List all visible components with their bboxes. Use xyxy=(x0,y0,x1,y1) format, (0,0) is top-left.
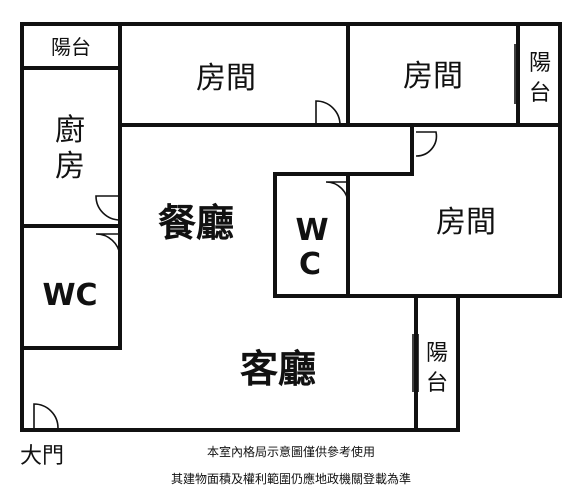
label-bedroom-top-middle: 房間 xyxy=(196,61,256,96)
label-kitchen-1: 廚 xyxy=(55,113,85,148)
label-kitchen-2: 房 xyxy=(55,149,85,184)
label-balcony-top-left: 陽台 xyxy=(51,35,91,59)
label-wc-left: WC xyxy=(42,278,97,313)
door-kitchen xyxy=(95,195,121,221)
label-balcony-right-bottom-2: 台 xyxy=(426,371,448,396)
door-bedroom-right xyxy=(415,131,438,157)
label-wc-center-1: W xyxy=(295,213,328,248)
label-bedroom-top-right: 房間 xyxy=(403,59,463,94)
door-wc-center xyxy=(325,181,349,205)
door-entrance xyxy=(33,403,59,429)
label-living: 客廳 xyxy=(240,347,316,391)
label-wc-center-2: C xyxy=(299,247,321,282)
entrance-label: 大門 xyxy=(20,444,65,469)
door-bedroom-top-middle xyxy=(315,100,341,126)
label-bedroom-right: 房間 xyxy=(436,205,496,240)
label-balcony-right-bottom-1: 陽 xyxy=(426,341,448,366)
door-wc-left xyxy=(95,233,121,257)
slider-balcony-right-top xyxy=(514,44,520,104)
label-balcony-right-top-1: 陽 xyxy=(529,51,551,76)
disclaimer-line-2: 其建物面積及權利範圍仍應地政機關登載為準 xyxy=(170,472,411,486)
wall-left-column xyxy=(20,66,122,350)
label-dining: 餐廳 xyxy=(158,201,234,245)
slider-balcony-right-bottom xyxy=(412,334,419,392)
wall-step xyxy=(273,123,460,298)
disclaimer-line-1: 本室內格局示意圖僅供參考使用 xyxy=(206,445,375,459)
label-balcony-right-top-2: 台 xyxy=(529,81,551,106)
doors xyxy=(33,44,520,429)
